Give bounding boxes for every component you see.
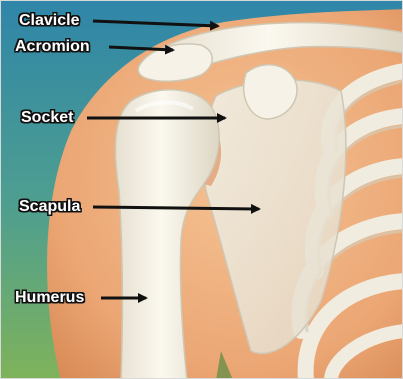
- scapula-label: Scapula: [19, 199, 80, 215]
- humerus-label: Humerus: [15, 290, 84, 306]
- socket-label: Socket: [21, 110, 73, 126]
- acromion-label: Acromion: [15, 39, 90, 55]
- scapula-arrow: [93, 207, 259, 209]
- clavicle-label: Clavicle: [19, 13, 79, 29]
